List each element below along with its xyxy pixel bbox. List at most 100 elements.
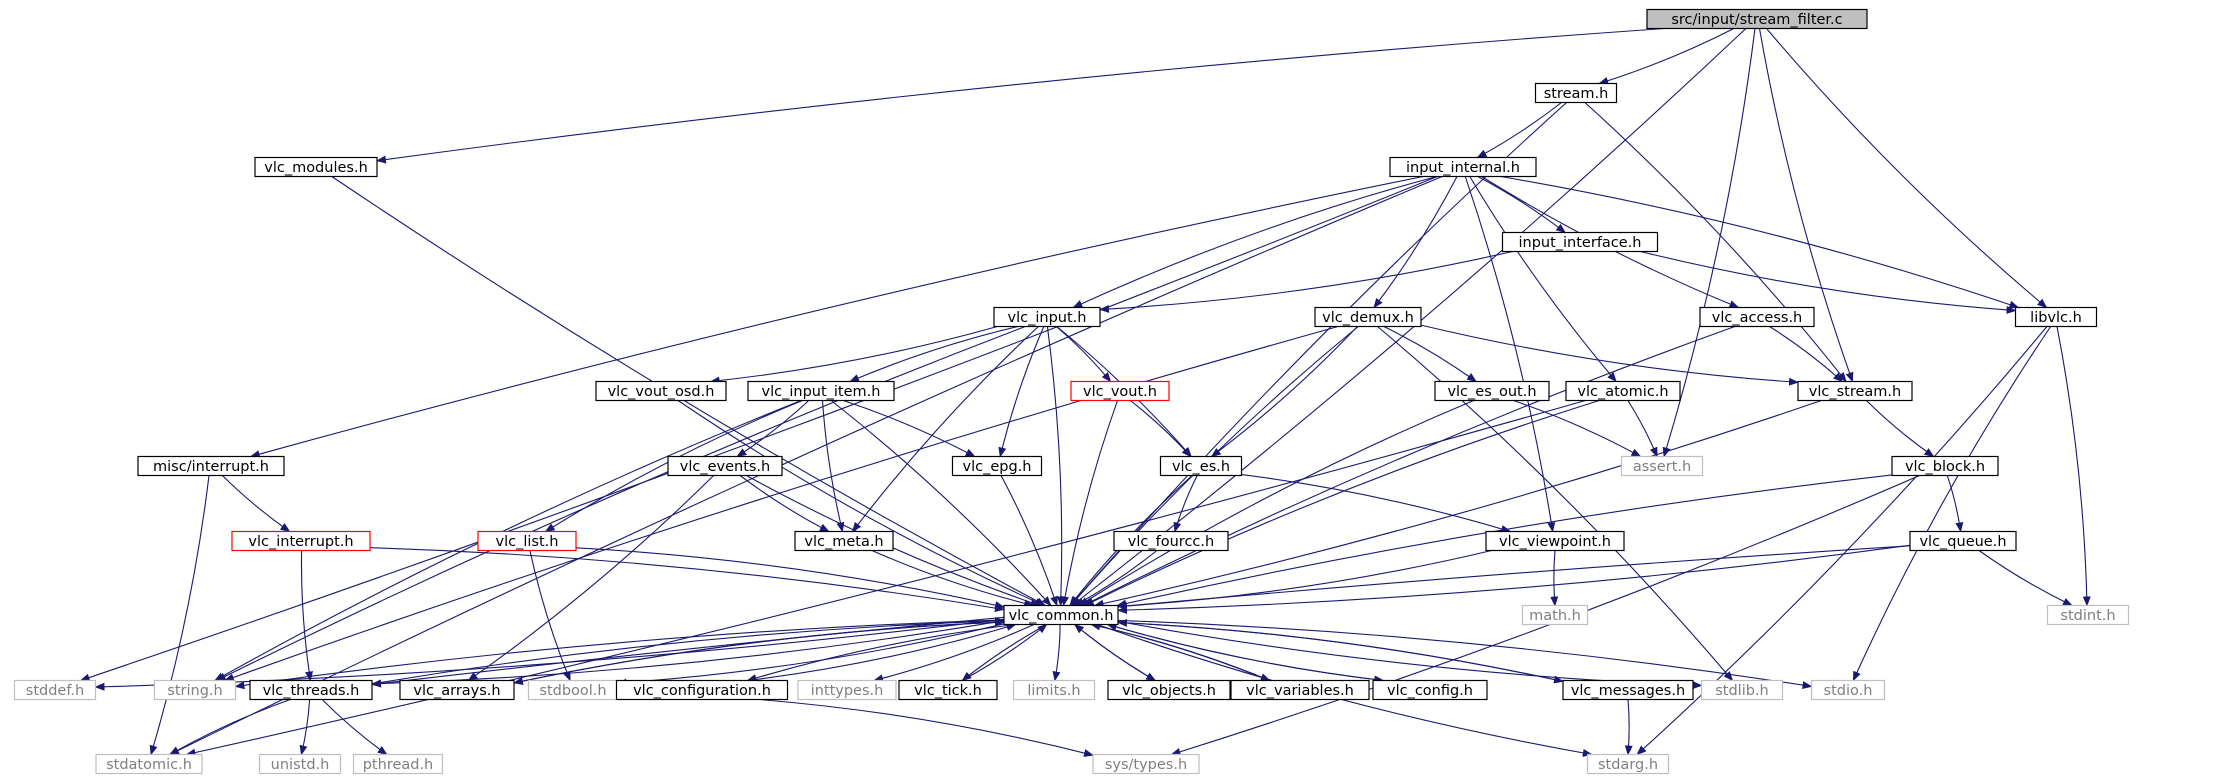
node-limits-h: limits.h: [1012, 679, 1096, 701]
edge-vlc-common-h-to-vlc-configuration-h: [746, 623, 1016, 682]
node-stddef-h: stddef.h: [13, 679, 97, 701]
node-vlc-block-h[interactable]: vlc_block.h: [1891, 455, 1999, 477]
node-label: vlc_fourcc.h: [1128, 534, 1214, 550]
node-label: inttypes.h: [811, 683, 884, 699]
node-box: [667, 455, 783, 477]
node-vlc-vout-h[interactable]: vlc_vout.h: [1070, 380, 1170, 402]
edge-vlc-es-h-to-vlc-fourcc-h: [1173, 475, 1198, 533]
node-label: vlc_vout_osd.h: [608, 384, 715, 400]
node-box: [1389, 156, 1537, 178]
edge-vlc-input-item-h-to-vlc-common-h: [830, 400, 1052, 607]
node-vlc-meta-h[interactable]: vlc_meta.h: [794, 530, 894, 552]
node-vlc-demux-h[interactable]: vlc_demux.h: [1314, 306, 1422, 328]
node-stdlib-h: stdlib.h: [1700, 679, 1784, 701]
edge-vlc-events-h-to-vlc-arrays-h: [467, 475, 714, 682]
node-vlc-tick-h[interactable]: vlc_tick.h: [898, 679, 998, 701]
node-vlc-vout-osd-h[interactable]: vlc_vout_osd.h: [595, 380, 727, 402]
node-box: [2046, 604, 2130, 626]
node-label: misc/interrupt.h: [153, 459, 269, 475]
node-layer: src/input/stream_filter.c stream.h vlc_mod…: [13, 8, 2130, 775]
node-box: [137, 455, 285, 477]
node-label: stdarg.h: [1598, 757, 1658, 773]
node-box: [258, 753, 342, 775]
node-vlc-messages-h[interactable]: vlc_messages.h: [1562, 679, 1694, 701]
edge-vlc-common-h-to-stdio-h: [1117, 619, 1813, 690]
node-box: [399, 679, 515, 701]
edge-vlc-vout-h-to-vlc-es-h: [1129, 400, 1192, 458]
node-box: [1159, 455, 1243, 477]
edge-vlc-atomic-h-to-assert-h: [1627, 400, 1658, 458]
edge-vlc-input-item-h-to-vlc-meta-h: [821, 400, 845, 533]
node-box: [1003, 604, 1119, 626]
node-stdbool-h: stdbool.h: [527, 679, 619, 701]
node-box: [898, 679, 998, 701]
node-input-interface-h[interactable]: input_interface.h: [1501, 231, 1659, 253]
node-vlc-es-h[interactable]: vlc_es.h: [1159, 455, 1243, 477]
node-vlc-config-h[interactable]: vlc_config.h: [1372, 679, 1488, 701]
node-label: src/input/stream_filter.c: [1671, 12, 1842, 28]
edge-vlc-input-h-to-string-h: [215, 325, 1026, 681]
node-vlc-access-h[interactable]: vlc_access.h: [1699, 306, 1815, 328]
node-box: [993, 306, 1101, 328]
node-box: [153, 679, 237, 701]
node-vlc-objects-h[interactable]: vlc_objects.h: [1107, 679, 1231, 701]
node-box: [951, 455, 1043, 477]
node-src-input-stream-filter-c[interactable]: src/input/stream_filter.c: [1646, 8, 1868, 30]
node-vlc-modules-h[interactable]: vlc_modules.h: [254, 156, 378, 178]
node-vlc-queue-h[interactable]: vlc_queue.h: [1909, 530, 2017, 552]
node-box: [1485, 530, 1625, 552]
node-box: [477, 530, 577, 552]
edge-stream-h-to-input-internal-h: [1476, 102, 1562, 158]
node-vlc-input-h[interactable]: vlc_input.h: [993, 306, 1101, 328]
node-box: [352, 753, 444, 775]
node-label: vlc_messages.h: [1571, 683, 1685, 699]
node-label: vlc_access.h: [1712, 310, 1803, 326]
edge-input-internal-h-to-misc-interrupt-h: [249, 175, 1424, 458]
node-vlc-variables-h[interactable]: vlc_variables.h: [1230, 679, 1370, 701]
node-vlc-atomic-h[interactable]: vlc_atomic.h: [1565, 380, 1681, 402]
node-input-internal-h[interactable]: input_internal.h: [1389, 156, 1537, 178]
node-stream-h[interactable]: stream.h: [1534, 82, 1618, 104]
node-vlc-common-h[interactable]: vlc_common.h: [1003, 604, 1119, 626]
node-label: libvlc.h: [2030, 310, 2082, 326]
edge-vlc-common-h-to-string-h: [234, 619, 1005, 690]
edge-vlc-common-h-to-stdbool-h: [616, 623, 1005, 687]
node-label: vlc_input.h: [1008, 310, 1087, 326]
edge-vlc-meta-h-to-vlc-common-h: [871, 549, 1035, 608]
node-vlc-events-h[interactable]: vlc_events.h: [667, 455, 783, 477]
node-misc-interrupt-h[interactable]: misc/interrupt.h: [137, 455, 285, 477]
node-vlc-input-item-h[interactable]: vlc_input_item.h: [747, 380, 895, 402]
node-label: input_interface.h: [1518, 235, 1641, 251]
node-box: [2014, 306, 2098, 328]
node-label: vlc_tick.h: [914, 683, 982, 699]
node-label: stream.h: [1544, 86, 1609, 102]
node-vlc-es-out-h[interactable]: vlc_es_out.h: [1434, 380, 1550, 402]
node-vlc-viewpoint-h[interactable]: vlc_viewpoint.h: [1485, 530, 1625, 552]
node-libvlc-h[interactable]: libvlc.h: [2014, 306, 2098, 328]
edge-vlc-threads-h-to-stdatomic-h: [168, 698, 291, 755]
node-vlc-fourcc-h[interactable]: vlc_fourcc.h: [1113, 530, 1229, 552]
node-label: vlc_stream.h: [1809, 384, 1901, 400]
node-vlc-list-h[interactable]: vlc_list.h: [477, 530, 577, 552]
node-vlc-arrays-h[interactable]: vlc_arrays.h: [399, 679, 515, 701]
node-label: vlc_threads.h: [263, 683, 360, 699]
edge-input-interface-h-to-vlc-input-h: [1099, 250, 1513, 313]
edge-vlc-interrupt-h-to-vlc-threads-h: [300, 550, 313, 682]
node-label: unistd.h: [271, 757, 330, 773]
node-box: [1562, 679, 1694, 701]
edge-stream-h-to-vlc-common-h: [1069, 102, 1567, 607]
node-label: stdbool.h: [539, 683, 606, 699]
node-label: vlc_interrupt.h: [248, 534, 353, 550]
node-vlc-interrupt-h[interactable]: vlc_interrupt.h: [231, 530, 371, 552]
node-label: vlc_input_item.h: [762, 384, 881, 400]
node-box: [1891, 455, 1999, 477]
node-vlc-stream-h[interactable]: vlc_stream.h: [1797, 380, 1913, 402]
node-vlc-configuration-h[interactable]: vlc_configuration.h: [615, 679, 789, 701]
node-vlc-epg-h[interactable]: vlc_epg.h: [951, 455, 1043, 477]
node-box: [249, 679, 373, 701]
node-vlc-threads-h[interactable]: vlc_threads.h: [249, 679, 373, 701]
edge-vlc-threads-h-to-vlc-common-h: [371, 617, 1005, 685]
edge-vlc-configuration-h-to-sys-types-h: [758, 698, 1094, 757]
node-box: [794, 530, 894, 552]
edge-vlc-queue-h-to-vlc-threads-h: [371, 545, 1911, 688]
